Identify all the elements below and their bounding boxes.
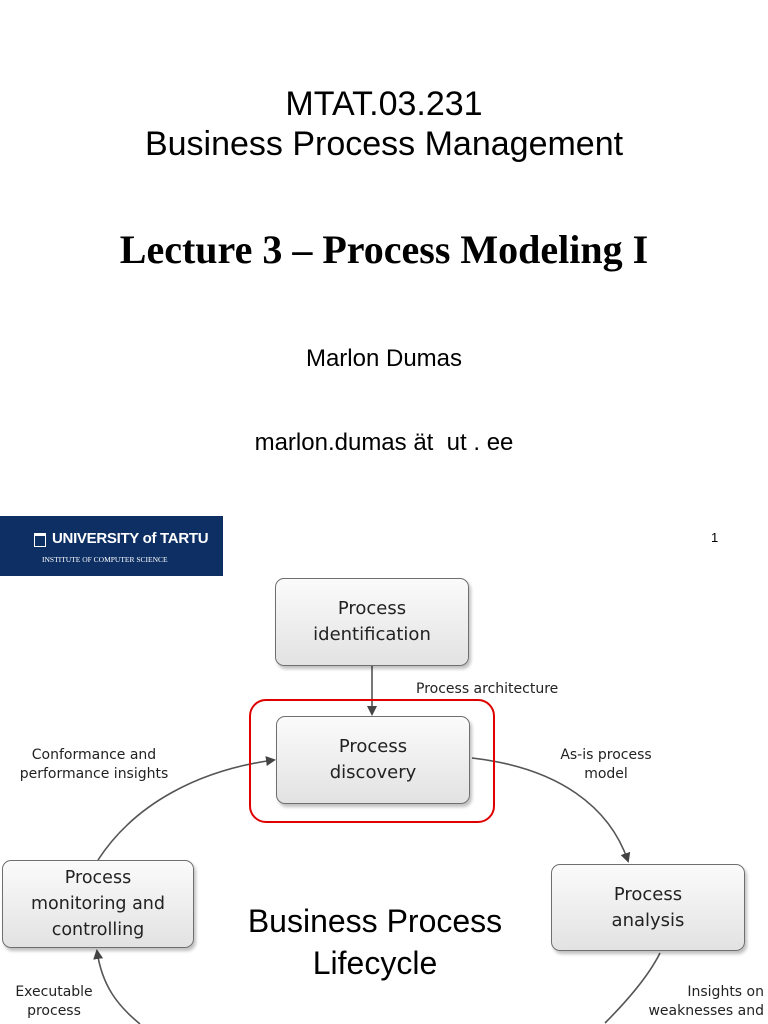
university-crest-icon (34, 533, 46, 547)
label-conformance: Conformance and performance insights (19, 747, 169, 782)
lifecycle-title: Business Process Lifecycle (247, 903, 503, 981)
arrow-executable (93, 949, 141, 1024)
discovery-highlight (249, 699, 495, 823)
author-name: Marlon Dumas (305, 345, 463, 372)
phase-monitoring: Process monitoring and controlling (2, 860, 194, 948)
author-email: marlon.dumas ät ut . ee (254, 429, 514, 456)
course-heading: MTAT.03.231 Business Process Management (0, 84, 768, 164)
phase-analysis: Process analysis (551, 864, 745, 951)
course-name: Business Process Management (144, 125, 624, 163)
course-code: MTAT.03.231 (285, 85, 483, 123)
lecture-title: Lecture 3 – Process Modeling I (119, 227, 649, 272)
page-number: 1 (711, 530, 719, 545)
institute-name: INSTITUTE OF COMPUTER SCIENCE (42, 555, 168, 564)
label-architecture: Process architecture (416, 681, 559, 697)
lifecycle-arrows (93, 666, 661, 1024)
arrow-conformance (97, 756, 276, 861)
university-name: UNIVERSITY of TARTU (52, 530, 209, 547)
university-logo: UNIVERSITY of TARTU INSTITUTE OF COMPUTE… (0, 516, 223, 576)
label-executable: Executable process (15, 984, 93, 1019)
phase-discovery: Process discovery (276, 716, 470, 804)
title-slide: MTAT.03.231 Business Process Management … (0, 84, 768, 576)
arrow-insights (604, 952, 661, 1024)
label-as-is: As-is process model (560, 747, 652, 782)
lifecycle-diagram: Process identification Process discovery… (0, 578, 768, 1024)
phase-identification: Process identification (275, 578, 469, 666)
arrow-as-is (471, 757, 631, 863)
label-insights: Insights on weaknesses and (648, 984, 764, 1019)
